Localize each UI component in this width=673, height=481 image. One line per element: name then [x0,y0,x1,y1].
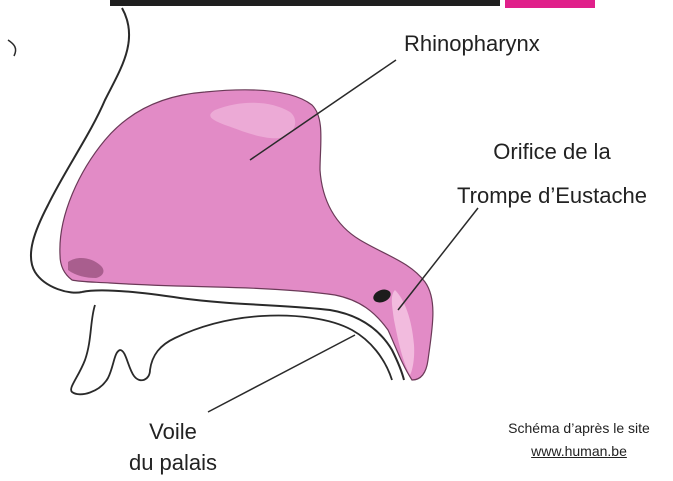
forehead-outline [8,40,16,56]
source-credit-link[interactable]: www.human.be [486,441,672,461]
orifice-label: Orifice de la Trompe d’Eustache [432,138,672,210]
source-credit-text: Schéma d’après le site [486,418,672,438]
source-credit: Schéma d’après le site www.human.be [486,418,672,461]
rhinopharynx-label: Rhinopharynx [404,30,540,58]
voile-label: Voile du palais [108,418,238,477]
orifice-leader-line [398,208,478,310]
orifice-label-line2: Trompe d’Eustache [432,182,672,210]
rhinopharynx-cavity [60,90,433,380]
voile-label-line1: Voile [108,418,238,446]
voile-label-line2: du palais [108,449,238,477]
palate-inner-outline [71,305,392,394]
voile-leader-line [208,335,355,412]
cropped-title-fragment [110,0,595,8]
orifice-label-line1: Orifice de la [432,138,672,166]
